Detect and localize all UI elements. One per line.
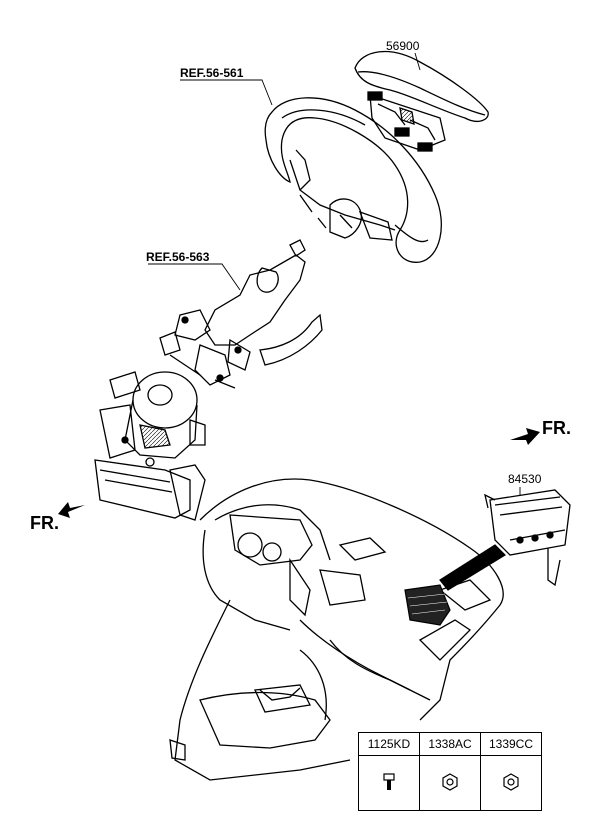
steering-column [159, 239, 323, 389]
callout-passenger-airbag-part-number: 84530 [508, 472, 542, 486]
callout-airbag-part-number: 56900 [386, 39, 420, 53]
nut-icon [503, 772, 519, 791]
driver-airbag-module [354, 50, 489, 152]
passenger-airbag-installed [404, 544, 506, 626]
leader-lines [148, 52, 521, 496]
passenger-airbag-module [484, 489, 571, 587]
parts-table-header: 1338AC [419, 732, 481, 756]
direction-label-front-left: FR. [30, 513, 59, 533]
callout-steering-wheel-ref: REF.56-561 [180, 66, 244, 80]
callout-steering-column-ref: REF.56-563 [146, 250, 210, 264]
parts-table-cell [419, 755, 481, 811]
nut-icon [442, 772, 458, 791]
dashboard-crash-pad [169, 478, 504, 781]
direction-label-front-right: FR. [542, 418, 571, 438]
fastener-parts-table: 1125KD 1338AC 1339CC [358, 732, 542, 811]
parts-table-cell [480, 755, 542, 811]
arrow-left-icon [58, 502, 85, 518]
bolt-icon [383, 772, 395, 790]
parts-table-cell [358, 755, 420, 811]
fr-arrows [58, 428, 540, 518]
eps-motor-assembly [94, 371, 206, 521]
parts-table-header: 1339CC [480, 732, 542, 756]
arrow-right-icon [510, 428, 540, 445]
parts-table-header: 1125KD [358, 732, 420, 756]
